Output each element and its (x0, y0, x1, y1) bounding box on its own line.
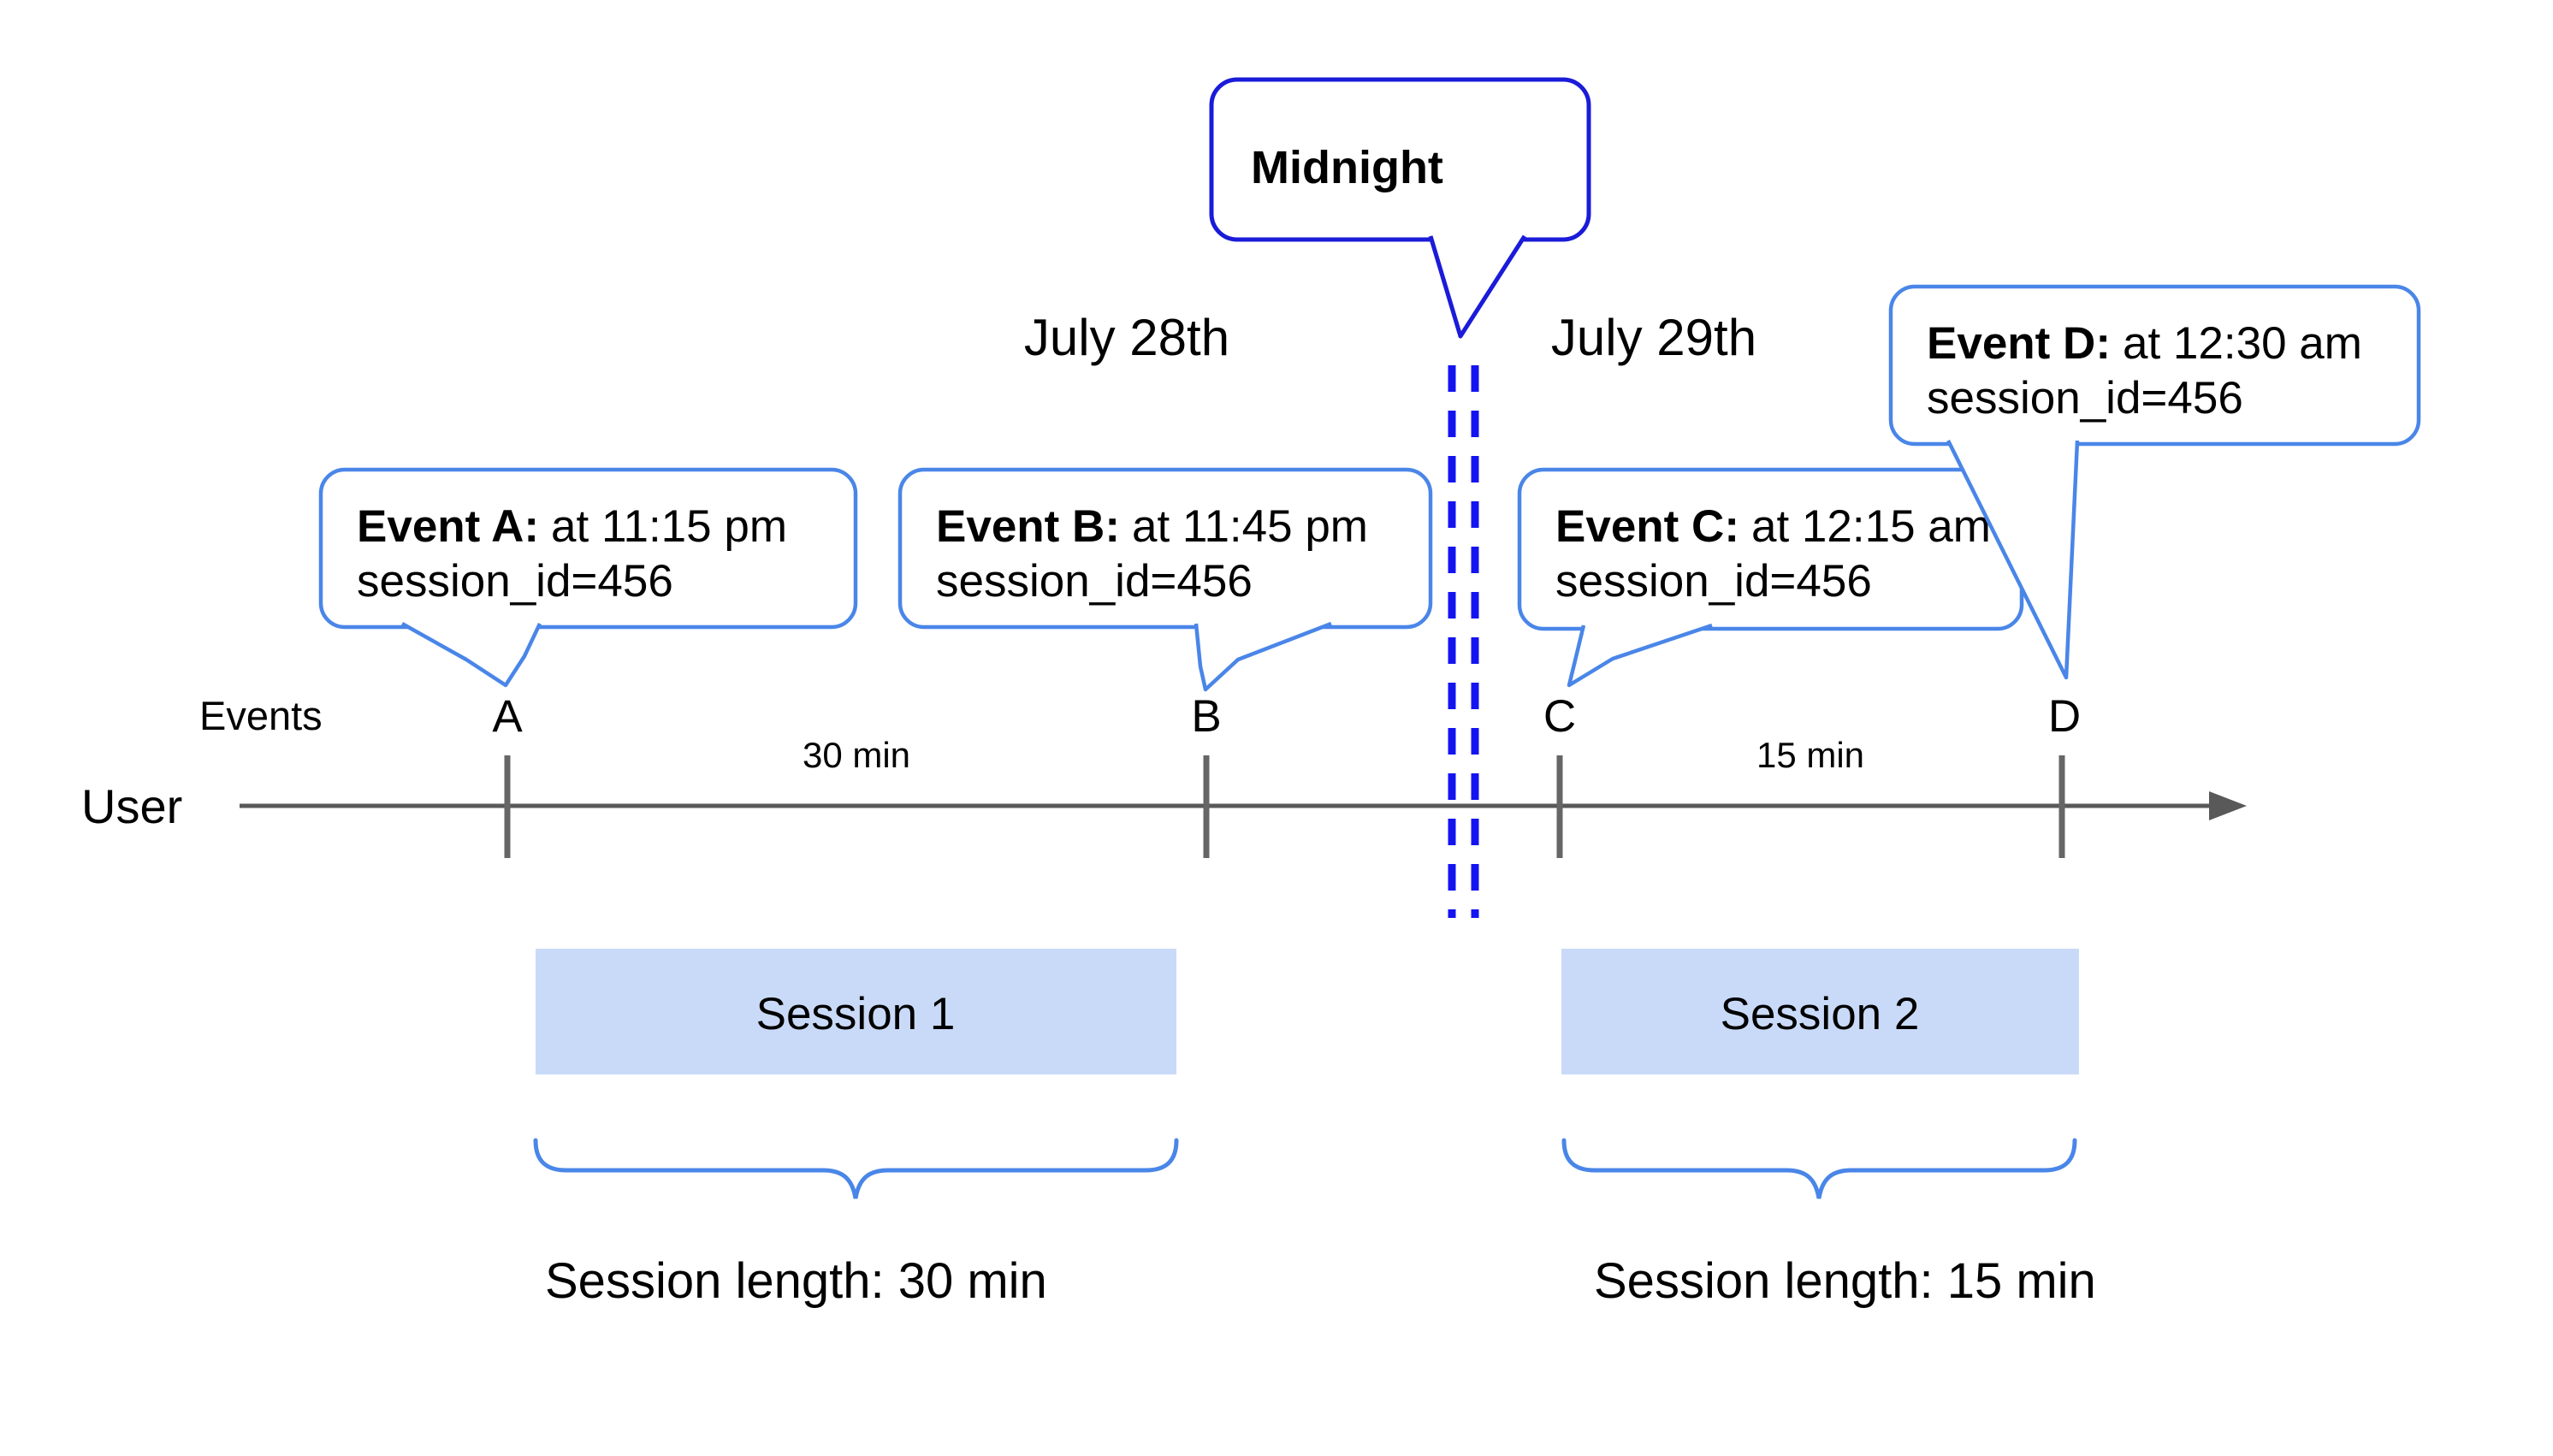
gap-label-15min: 15 min (1756, 735, 1864, 775)
midnight-bubble (1209, 77, 1591, 242)
event-b-bubble-tail (1194, 621, 1332, 692)
event-a-callout: Event A:at 11:15 pm session_id=456 (318, 467, 858, 688)
event-a-session-id: session_id=456 (357, 556, 673, 607)
session-1-label: Session 1 (756, 989, 956, 1039)
event-b-bubble (897, 467, 1433, 630)
event-b-label: Event B: (936, 501, 1120, 552)
event-b-session-id: session_id=456 (936, 556, 1253, 607)
event-letter-d: D (2048, 691, 2081, 742)
event-c-session-id: session_id=456 (1555, 556, 1872, 607)
event-a-label: Event A: (357, 501, 539, 552)
event-letter-c: C (1543, 691, 1576, 742)
event-a-line1: Event A:at 11:15 pm (357, 501, 787, 552)
session-2-length-label: Session length: 15 min (1594, 1253, 2096, 1309)
event-c-bubble-tail (1567, 623, 1713, 688)
events-row-label: Events (199, 693, 323, 738)
event-a-bubble (318, 467, 858, 630)
event-d-label: Event D: (1927, 318, 2111, 369)
event-d-line1: Event D:at 12:30 am (1927, 318, 2362, 369)
event-letter-b: B (1191, 691, 1221, 742)
event-c-line1: Event C:at 12:15 am (1555, 501, 1991, 552)
event-c-callout: Event C:at 12:15 am session_id=456 (1517, 467, 2024, 688)
event-letter-a: A (492, 691, 523, 742)
date-label-july-29: July 29th (1551, 309, 1756, 366)
event-b-callout: Event B:at 11:45 pm session_id=456 (897, 467, 1433, 692)
session-1-box (536, 949, 1176, 1074)
session-2-box (1561, 949, 2079, 1074)
session-1-length-label: Session length: 30 min (545, 1253, 1047, 1309)
session-1-brace (533, 1138, 1179, 1199)
session-1-group: Session 1 Session length: 30 min (533, 949, 1179, 1309)
event-d-bubble-tail (1946, 439, 2080, 680)
event-b-time: at 11:45 pm (1132, 501, 1368, 552)
event-d-callout: Event D:at 12:30 am session_id=456 (1888, 284, 2421, 680)
timeline-arrowhead-icon (2209, 791, 2247, 820)
event-d-session-id: session_id=456 (1927, 373, 2243, 423)
midnight-callout: Midnight (1209, 77, 1591, 339)
midnight-label: Midnight (1251, 142, 1443, 193)
session-2-brace (1561, 1138, 2077, 1199)
user-row-label: User (81, 779, 182, 833)
event-c-time: at 12:15 am (1751, 501, 1991, 552)
event-a-time: at 11:15 pm (551, 501, 787, 552)
event-b-line1: Event B:at 11:45 pm (936, 501, 1368, 552)
gap-label-30min: 30 min (803, 735, 910, 775)
event-c-label: Event C: (1555, 501, 1739, 552)
session-2-group: Session 2 Session length: 15 min (1561, 949, 2096, 1309)
user-timeline: Events User A B C D 30 min 15 min (81, 691, 2247, 858)
session-2-label: Session 2 (1721, 989, 1920, 1039)
date-label-july-28: July 28th (1024, 309, 1229, 366)
event-d-time: at 12:30 am (2123, 318, 2362, 369)
midnight-bubble-tail (1428, 234, 1527, 339)
midnight-divider (1448, 365, 1479, 918)
event-d-bubble (1888, 284, 2421, 447)
event-a-bubble-tail (400, 622, 542, 688)
